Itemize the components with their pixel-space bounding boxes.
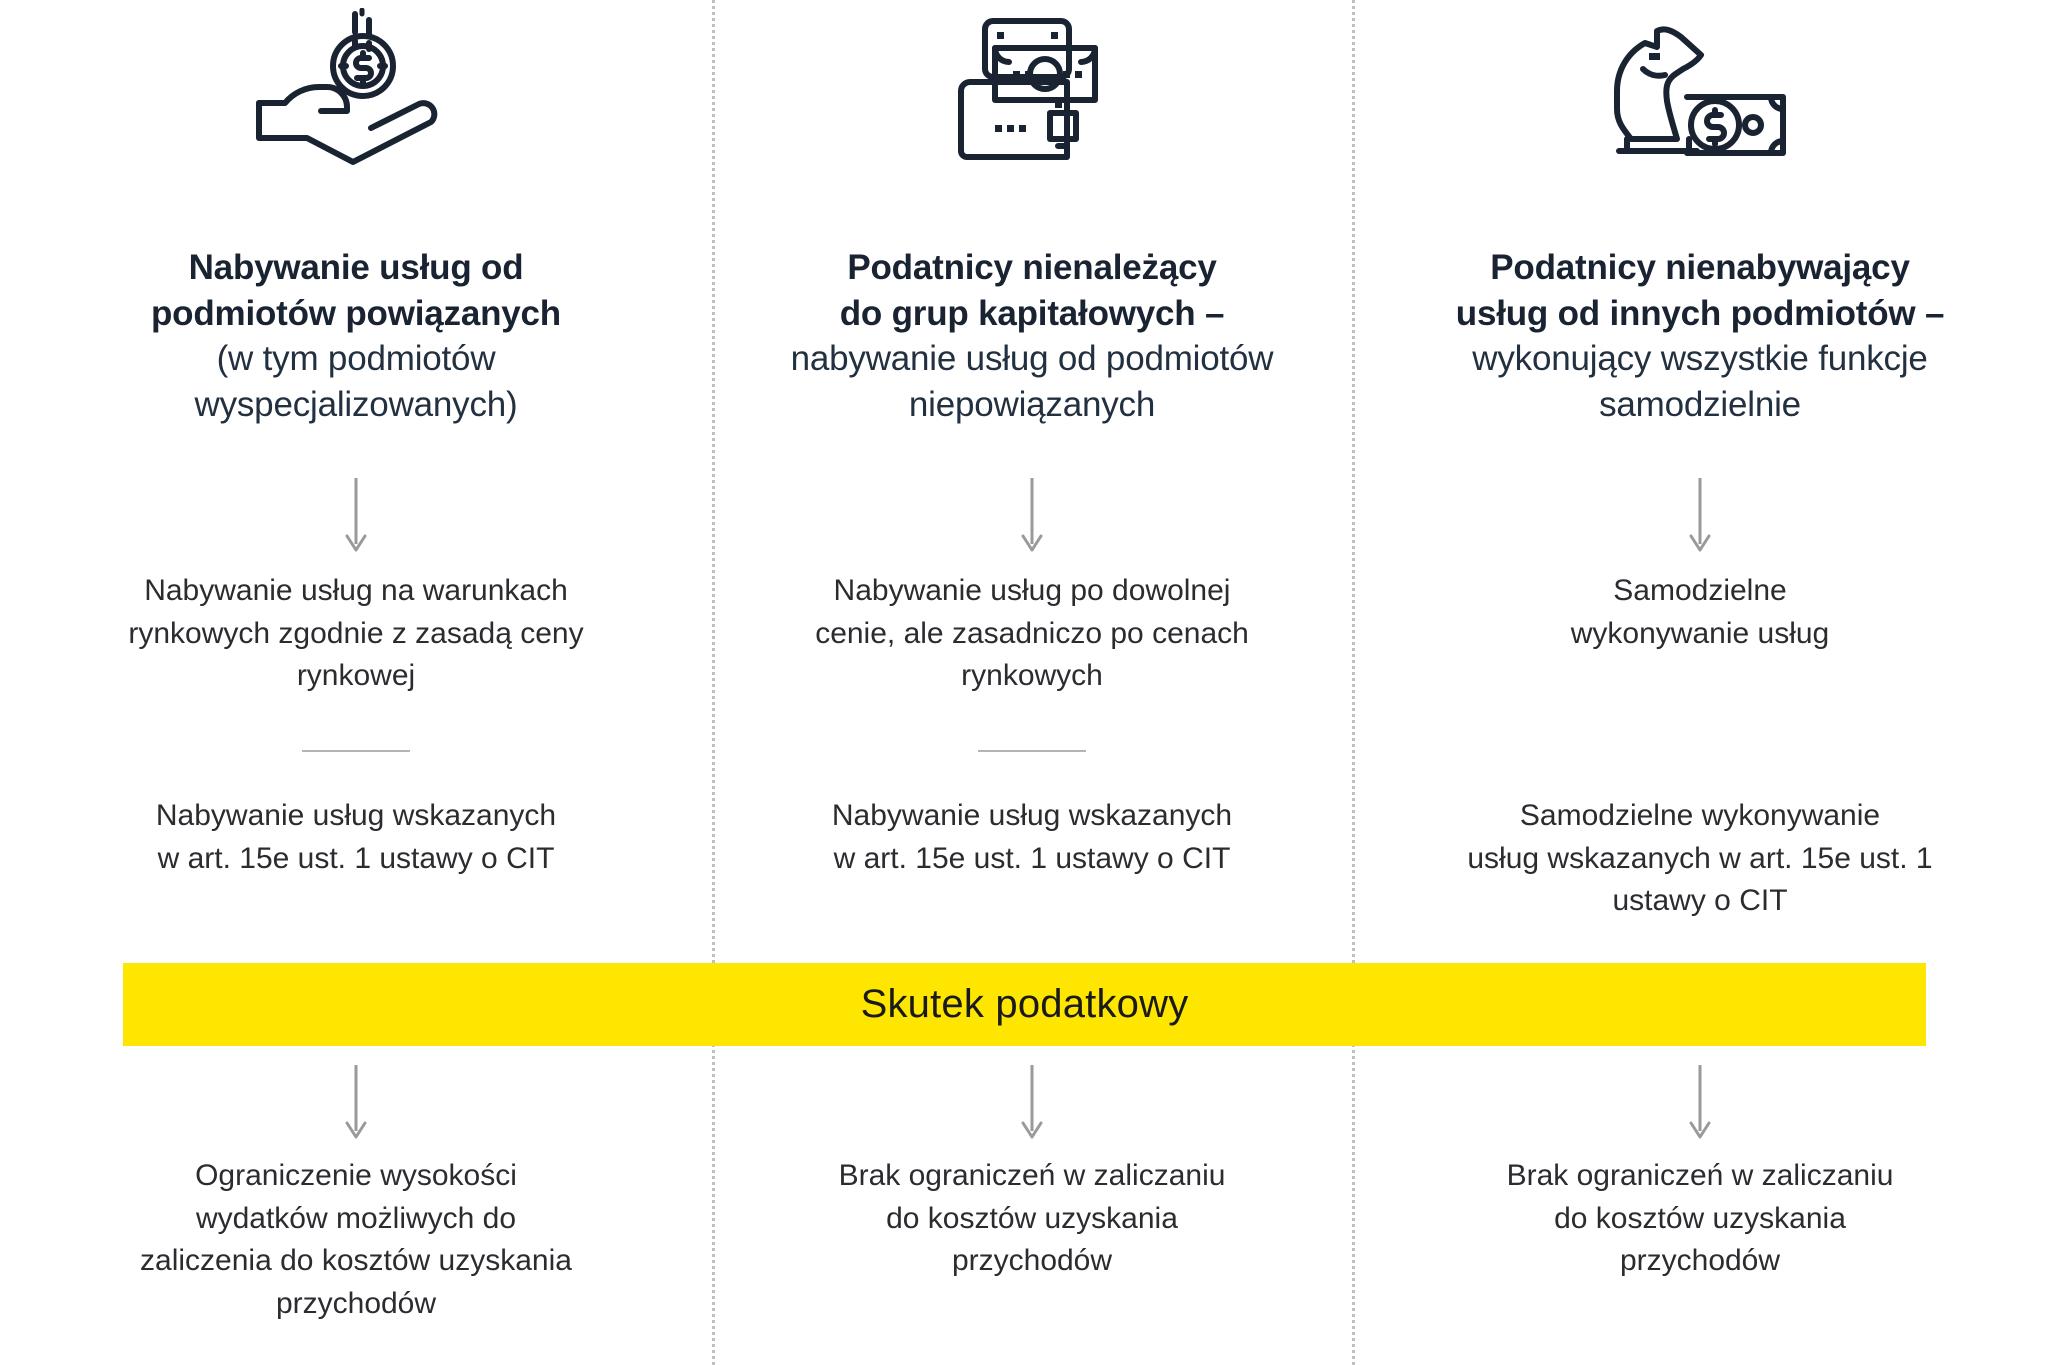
column-3-detail-text: Samodzielne wykonywanie usług wskazanych… — [1398, 795, 2002, 923]
arrow-down-icon-3 — [1352, 478, 2048, 554]
heading-line: wykonujący wszystkie funkcje — [1472, 339, 1928, 378]
text-line: do kosztów uzyskania — [1554, 1201, 1846, 1235]
text-line: cenie, ale zasadniczo po cenach — [815, 616, 1249, 650]
arrow-down-icon-5 — [712, 1065, 1352, 1141]
heading-line: podmiotów powiązanych — [151, 293, 561, 333]
column-2-outcome-text: Brak ograniczeń w zaliczaniu do kosztów … — [758, 1155, 1306, 1283]
text-line: Samodzielne — [1613, 574, 1787, 607]
text-line: Ograniczenie wysokości — [195, 1159, 517, 1192]
text-line: w art. 15e ust. 1 ustawy o CIT — [157, 841, 555, 875]
section-rule-2 — [978, 750, 1086, 752]
text-line: Brak ograniczeń w zaliczaniu — [1506, 1159, 1894, 1192]
hand-with-coin-icon — [40, 0, 672, 175]
column-1-outcome-text: Ograniczenie wysokości wydatków możliwyc… — [46, 1155, 666, 1325]
heading-line: do grup kapitałowych – — [839, 293, 1225, 333]
column-divider-1 — [712, 0, 715, 1365]
text-line: Nabywanie usług po dowolnej — [833, 574, 1231, 607]
heading-line: nabywanie usług od podmiotów — [790, 339, 1274, 378]
text-line: usług wskazanych w art. 15e ust. 1 — [1467, 841, 1933, 875]
column-2-detail-text: Nabywanie usług wskazanych w art. 15e us… — [758, 795, 1306, 880]
heading-line: niepowiązanych — [908, 384, 1156, 424]
text-line: przychodów — [951, 1244, 1113, 1278]
text-line: w art. 15e ust. 1 ustawy o CIT — [833, 841, 1231, 875]
text-line: do kosztów uzyskania — [886, 1201, 1178, 1235]
text-line: przychodów — [1619, 1244, 1781, 1278]
column-3-outcome-text: Brak ograniczeń w zaliczaniu do kosztów … — [1398, 1155, 2002, 1283]
heading-line: (w tym podmiotów — [216, 339, 496, 378]
column-1-detail-text: Nabywanie usług wskazanych w art. 15e us… — [46, 795, 666, 880]
heading-line: Podatnicy nienależący — [847, 248, 1217, 287]
arrow-down-icon-1 — [0, 478, 712, 554]
section-rule-1 — [302, 750, 410, 752]
heading-line: Podatnicy nienabywający — [1490, 248, 1910, 287]
text-line: ustawy o CIT — [1612, 884, 1788, 918]
knight-chess-piece-with-banknote-icon — [1392, 0, 2008, 175]
text-line: zaliczenia do kosztów uzyskania — [140, 1244, 572, 1278]
text-line: rynkowych zgodnie z zasadą ceny — [128, 616, 584, 650]
text-line: Samodzielne wykonywanie — [1519, 799, 1881, 832]
arrow-down-icon-6 — [1352, 1065, 2048, 1141]
column-2-middle-text: Nabywanie usług po dowolnej cenie, ale z… — [758, 570, 1306, 698]
text-line: Nabywanie usług wskazanych — [831, 799, 1233, 832]
text-line: Brak ograniczeń w zaliczaniu — [838, 1159, 1226, 1192]
column-self-performing-taxpayers: Podatnicy nienabywający usług od innych … — [1352, 0, 2048, 1365]
text-line: Nabywanie usług na warunkach — [144, 574, 568, 607]
tax-effect-banner: Skutek podatkowy — [123, 963, 1926, 1046]
column-3-middle-text: Samodzielne wykonywanie usług — [1398, 570, 2002, 655]
column-related-entities: Nabywanie usług od podmiotów powiązanych… — [0, 0, 712, 1365]
column-2-heading: Podatnicy nienależący do grup kapitałowy… — [758, 245, 1306, 427]
column-3-heading: Podatnicy nienabywający usług od innych … — [1398, 245, 2002, 427]
arrow-down-icon-4 — [0, 1065, 712, 1141]
heading-line: usług od innych podmiotów – — [1455, 293, 1945, 333]
column-1-middle-text: Nabywanie usług na warunkach rynkowych z… — [46, 570, 666, 698]
column-divider-2 — [1352, 0, 1355, 1365]
arrow-down-icon-2 — [712, 478, 1352, 554]
heading-line: wyspecjalizowanych) — [194, 384, 518, 424]
heading-line: samodzielnie — [1599, 384, 1801, 424]
wallet-with-banknote-icon — [752, 0, 1312, 175]
column-non-group-taxpayers: Podatnicy nienależący do grup kapitałowy… — [712, 0, 1352, 1365]
text-line: Nabywanie usług wskazanych — [155, 799, 557, 832]
text-line: rynkowej — [296, 659, 416, 693]
heading-line: Nabywanie usług od — [188, 248, 524, 287]
text-line: wykonywanie usług — [1570, 616, 1830, 650]
column-1-heading: Nabywanie usług od podmiotów powiązanych… — [46, 245, 666, 427]
text-line: przychodów — [275, 1286, 437, 1320]
text-line: rynkowych — [961, 659, 1103, 693]
text-line: wydatków możliwych do — [195, 1201, 517, 1235]
tax-effect-banner-label: Skutek podatkowy — [860, 982, 1189, 1026]
